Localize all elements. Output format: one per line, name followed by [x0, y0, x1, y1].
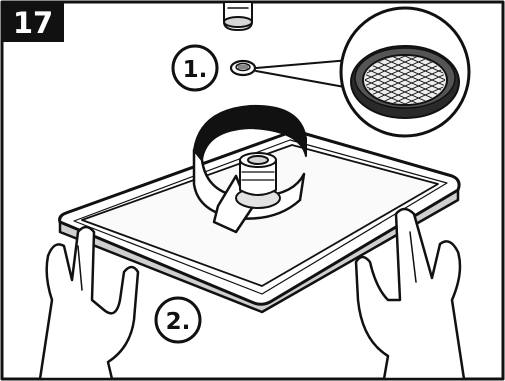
faucet-nozzle-icon [223, 1, 253, 31]
callout-1: 1. [171, 44, 219, 92]
aerator-screen-icon [229, 59, 257, 77]
step-number-badge: 17 [2, 2, 64, 42]
callout-2: 2. [154, 296, 202, 344]
magnified-aerator-icon [339, 6, 471, 138]
center-fitting [235, 152, 281, 209]
right-hand-icon [354, 207, 466, 381]
step-number: 17 [13, 6, 53, 40]
callout-2-label: 2. [166, 309, 191, 335]
magnify-connector [255, 59, 351, 89]
left-hand-icon [38, 225, 140, 381]
callout-1-label: 1. [183, 57, 208, 83]
